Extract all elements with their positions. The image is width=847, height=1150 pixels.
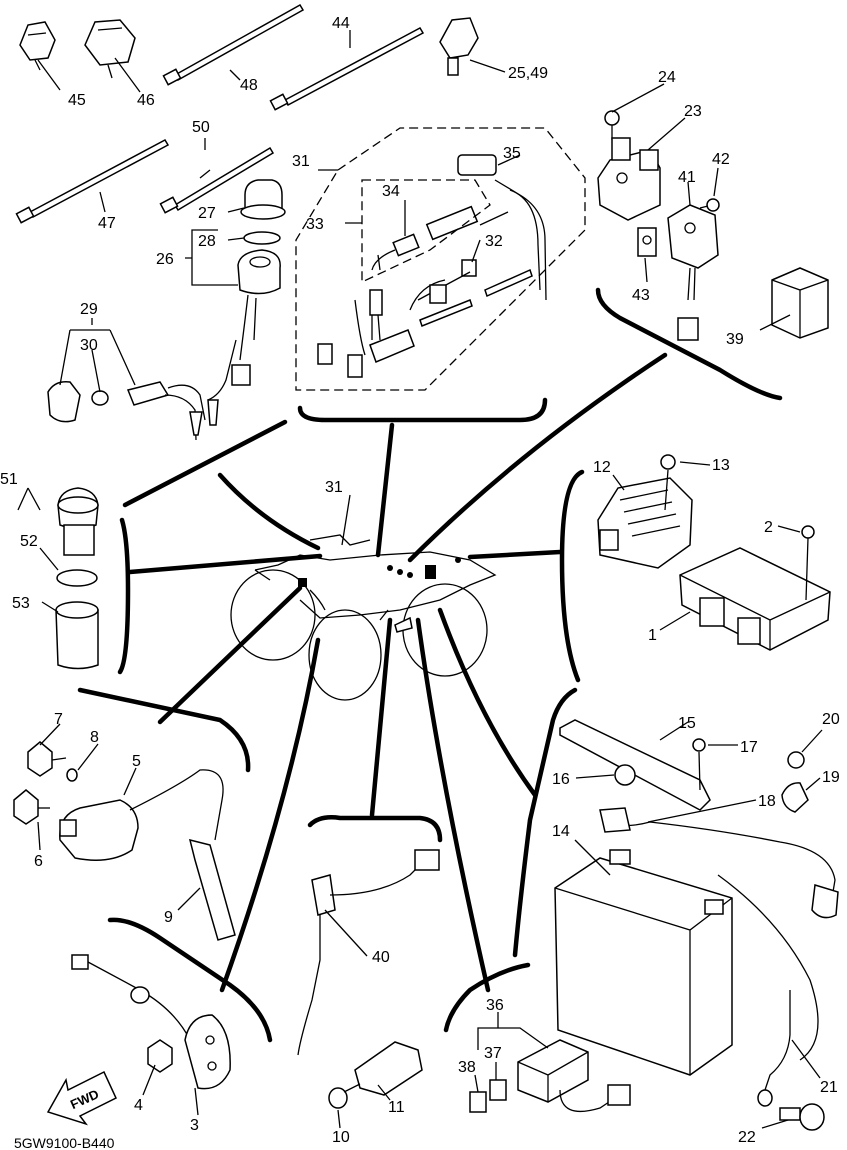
clip-25-49 (439, 17, 479, 76)
callout-51: 51 (0, 471, 18, 488)
callout-leaders (17, 30, 823, 1129)
clip-46 (84, 19, 136, 79)
callout-17: 17 (740, 739, 758, 756)
callout-42: 42 (712, 151, 730, 168)
callout-28: 28 (198, 233, 216, 250)
battery-band-15 (559, 719, 711, 811)
callout-45: 45 (68, 92, 86, 109)
callout-26: 26 (156, 251, 174, 268)
callout-20: 20 (822, 711, 840, 728)
ignition-coil-5 (13, 741, 236, 941)
battery-14 (554, 807, 839, 1107)
callout-52: 52 (20, 533, 38, 550)
callout-41: 41 (678, 169, 696, 186)
socket-51-53 (55, 487, 99, 670)
callout-10: 10 (332, 1129, 350, 1146)
callout-29: 29 (80, 301, 98, 318)
relay-39 (771, 267, 829, 339)
callout-4: 4 (134, 1097, 143, 1114)
callout-11: 11 (388, 1099, 405, 1116)
callout-40: 40 (372, 949, 390, 966)
callout-32: 32 (485, 233, 503, 250)
group-brackets (77, 287, 783, 1043)
cdi-unit-1 (679, 525, 831, 651)
rectifier-12 (597, 454, 693, 569)
callout-12: 12 (593, 459, 611, 476)
callout-33: 33 (306, 216, 324, 233)
bolt-22 (779, 1103, 825, 1131)
callout-21: 21 (820, 1079, 838, 1096)
callout-31-center: 31 (325, 479, 343, 496)
callout-18: 18 (758, 793, 776, 810)
vehicle-leaders (127, 352, 668, 993)
relay-36 (469, 1039, 631, 1113)
callout-39: 39 (726, 331, 744, 348)
callout-31-kit: 31 (292, 153, 310, 170)
callout-44: 44 (332, 15, 350, 32)
kit-box-31 (295, 127, 586, 391)
callout-8: 8 (90, 729, 99, 746)
callout-15: 15 (678, 715, 696, 732)
callout-14: 14 (552, 823, 570, 840)
diagram-code: 5GW9100-B440 (14, 1135, 115, 1150)
callout-38: 38 (458, 1059, 476, 1076)
callout-48: 48 (240, 77, 258, 94)
callout-50: 50 (192, 119, 210, 136)
callout-47: 47 (98, 215, 116, 232)
callout-6: 6 (34, 853, 43, 870)
callout-23: 23 (684, 103, 702, 120)
lamp-assembly-29-30 (47, 380, 219, 441)
pickup-coil-3 (71, 954, 231, 1090)
clip-45 (19, 21, 56, 71)
callout-46: 46 (137, 92, 155, 109)
callout-9: 9 (164, 909, 173, 926)
cable-tie-47 (15, 139, 170, 224)
cable-tie-48 (162, 3, 305, 86)
callout-27: 27 (198, 205, 216, 222)
fwd-arrow-icon: FWD (46, 1070, 117, 1126)
callout-34: 34 (382, 183, 400, 200)
box-31-parts (317, 154, 547, 378)
plug-cap-40 (297, 849, 440, 1056)
callout-25-49: 25,49 (508, 65, 548, 82)
relay-41 (637, 198, 720, 341)
main-switch-26 (207, 179, 286, 401)
callout-13: 13 (712, 457, 730, 474)
cable-tie-50 (159, 146, 275, 214)
callout-30: 30 (80, 337, 98, 354)
callout-53: 53 (12, 595, 30, 612)
callout-7: 7 (54, 711, 63, 728)
vehicle-outline (230, 534, 497, 701)
relay-23 (597, 110, 661, 221)
callout-36: 36 (486, 997, 504, 1014)
callout-19: 19 (822, 769, 840, 786)
callout-1: 1 (648, 627, 657, 644)
callout-43: 43 (632, 287, 650, 304)
callout-16: 16 (552, 771, 570, 788)
callout-37: 37 (484, 1045, 502, 1062)
callout-24: 24 (658, 69, 676, 86)
callout-labels: 45 46 48 44 25,49 50 47 27 28 26 29 30 3… (0, 15, 840, 1146)
switch-11 (328, 1041, 423, 1109)
callout-5: 5 (132, 753, 141, 770)
callout-22: 22 (738, 1129, 756, 1146)
cap-19-20 (781, 751, 809, 813)
callout-35: 35 (503, 145, 521, 162)
cable-tie-44 (269, 27, 425, 111)
callout-3: 3 (190, 1117, 199, 1134)
callout-2: 2 (764, 519, 773, 536)
